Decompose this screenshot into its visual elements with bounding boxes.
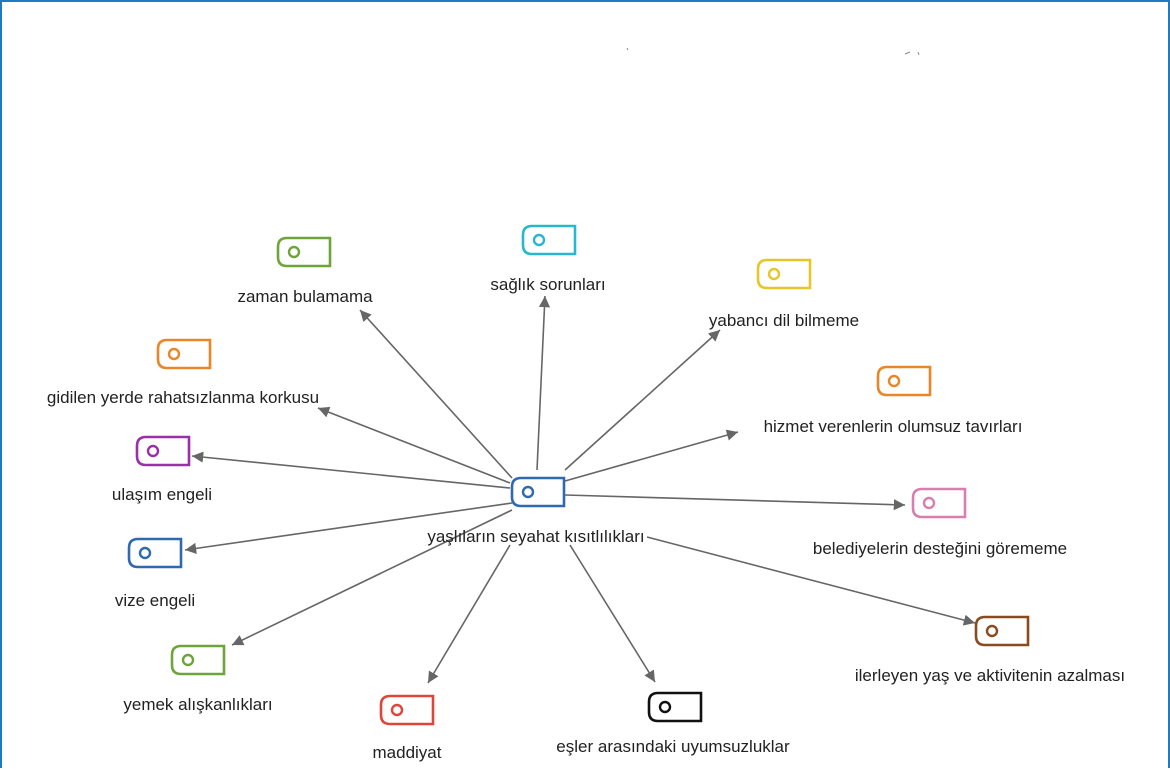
- code-tag-hole: [887, 374, 901, 388]
- edge-arrow-n8: [184, 502, 513, 554]
- node-label-n2[interactable]: sağlık sorunları: [490, 275, 605, 294]
- code-tag-hole: [138, 546, 152, 560]
- node-label-n6[interactable]: ulaşım engeli: [112, 485, 212, 504]
- code-tag-hole: [390, 703, 404, 717]
- edge-arrow-n1: [359, 309, 513, 479]
- edge-arrow-n9: [646, 536, 976, 626]
- code-tag-hole: [985, 624, 999, 638]
- nodes-layer: yaşlıların seyahat kısıtlılıkları zaman b…: [47, 224, 1125, 762]
- code-tag-hole: [767, 267, 781, 281]
- code-tag-hole: [181, 653, 195, 667]
- code-tag-outline: [156, 338, 212, 370]
- code-tag-outline: [276, 236, 332, 268]
- code-tag-icon[interactable]: [135, 435, 191, 467]
- code-tag-outline: [135, 435, 191, 467]
- code-tag-outline: [521, 224, 577, 256]
- node-label-n7[interactable]: belediyelerin desteğini görememe: [813, 539, 1067, 558]
- code-tag-icon[interactable]: [911, 487, 967, 519]
- artifact-mark: [626, 47, 629, 51]
- edges-layer: [184, 295, 976, 684]
- code-tag-outline: [127, 537, 183, 569]
- edge-arrow-n11: [427, 544, 511, 684]
- node-label-n4[interactable]: gidilen yerde rahatsızlanma korkusu: [47, 388, 319, 407]
- code-tag-hole: [287, 245, 301, 259]
- node-label-n5[interactable]: hizmet verenlerin olumsuz tavırları: [764, 417, 1023, 436]
- code-tag-icon[interactable]: [127, 537, 183, 569]
- node-label-n8[interactable]: vize engeli: [115, 591, 195, 610]
- edge-arrow-n2: [536, 295, 551, 471]
- edge-arrow-n10: [231, 509, 513, 646]
- edge-arrow-n3: [564, 329, 721, 471]
- artifact-mark: [917, 51, 920, 56]
- edge-arrow-n5: [564, 429, 739, 482]
- code-tag-icon[interactable]: [756, 258, 812, 290]
- node-label-n9[interactable]: ilerleyen yaş ve aktivitenin azalması: [855, 666, 1125, 685]
- code-tag-hole: [167, 347, 181, 361]
- edge-arrow-n12: [569, 544, 656, 683]
- code-tag-icon[interactable]: [974, 615, 1030, 647]
- edge-arrow-n4: [317, 406, 511, 484]
- code-tag-icon[interactable]: [647, 691, 703, 723]
- code-tag-hole: [146, 444, 160, 458]
- code-tag-icon[interactable]: [170, 644, 226, 676]
- code-tag-outline: [170, 644, 226, 676]
- edge-arrow-n6: [191, 451, 511, 489]
- code-tag-icon[interactable]: [276, 236, 332, 268]
- code-tag-outline: [876, 365, 932, 397]
- node-label-center[interactable]: yaşlıların seyahat kısıtlılıkları: [427, 527, 644, 546]
- code-tag-hole: [521, 485, 535, 499]
- code-tag-outline: [911, 487, 967, 519]
- node-label-n12[interactable]: eşler arasındaki uyumsuzluklar: [556, 737, 790, 756]
- code-tag-icon[interactable]: [379, 694, 435, 726]
- code-tag-hole: [658, 700, 672, 714]
- code-tag-icon[interactable]: [876, 365, 932, 397]
- node-label-n1[interactable]: zaman bulamama: [237, 287, 373, 306]
- edge-arrow-n7: [564, 494, 906, 511]
- artifact-mark: [904, 51, 911, 55]
- code-tag-icon[interactable]: [156, 338, 212, 370]
- code-tag-outline: [756, 258, 812, 290]
- node-label-n11[interactable]: maddiyat: [373, 743, 442, 762]
- code-tag-icon[interactable]: [521, 224, 577, 256]
- node-label-n3[interactable]: yabancı dil bilmeme: [709, 311, 859, 330]
- code-tag-outline: [510, 476, 566, 508]
- code-tag-outline: [974, 615, 1030, 647]
- code-tag-icon[interactable]: [510, 476, 566, 508]
- code-tag-hole: [922, 496, 936, 510]
- node-label-n10[interactable]: yemek alışkanlıkları: [123, 695, 272, 714]
- code-tag-outline: [647, 691, 703, 723]
- code-tag-outline: [379, 694, 435, 726]
- code-tag-hole: [532, 233, 546, 247]
